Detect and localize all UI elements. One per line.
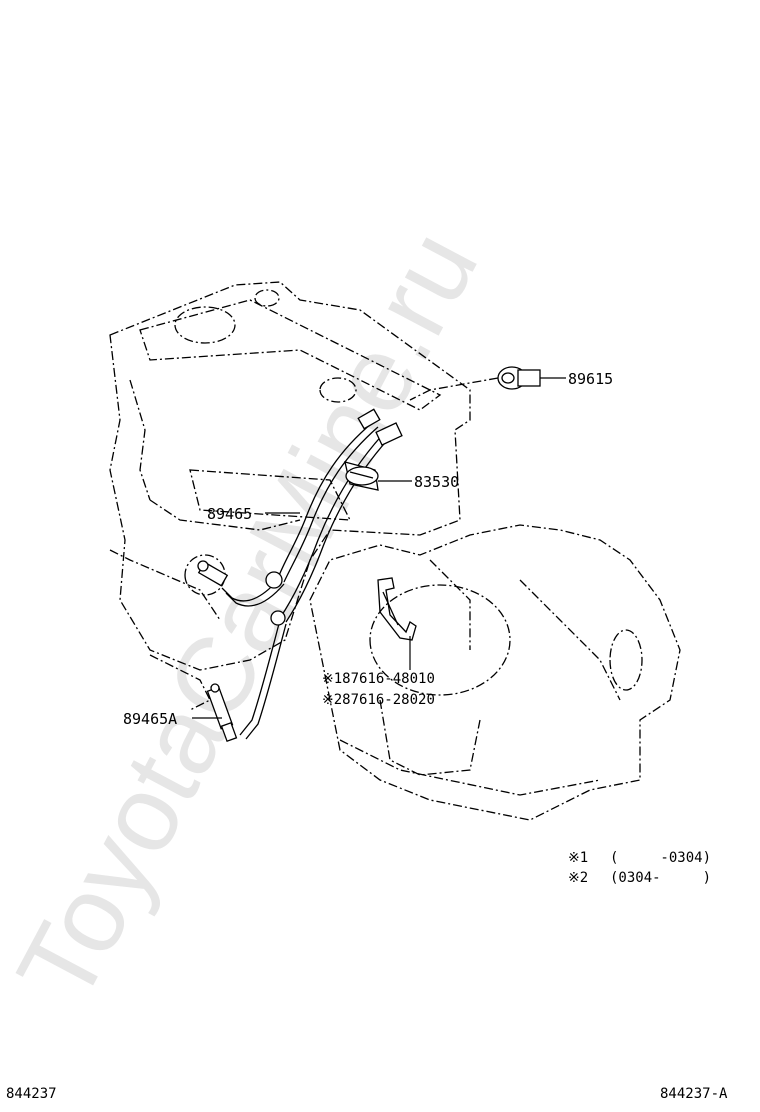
transaxle: [309, 524, 681, 821]
legend-range-1: ( -0304): [610, 850, 711, 866]
legend-mark-1: ※1: [568, 850, 588, 866]
oxygen-sensor-lower: [206, 683, 238, 743]
harness-clamp-upper: [265, 571, 283, 589]
callout-87616-48010: ※187616-48010: [322, 671, 435, 687]
callout-89615: 89615: [568, 370, 613, 388]
oxygen-sensor-upper: [197, 560, 229, 587]
callout-83530: 83530: [414, 473, 459, 491]
callout-89465: 89465: [207, 505, 252, 523]
knock-sensor: [497, 366, 541, 390]
legend-mark-2: ※2: [568, 870, 588, 886]
watermark: ToyotaCarMine.ru: [0, 211, 500, 1020]
footer-illustration-code: 844237: [6, 1086, 57, 1102]
applicability-legend: ※1 ( -0304) ※2 (0304- ): [568, 850, 711, 886]
knock-sensor-phantom-line: [409, 377, 499, 401]
callout-89465A: 89465A: [123, 710, 177, 728]
harness-clamp-lower: [270, 610, 286, 626]
footer-illustration-code-alt: 844237-A: [660, 1086, 728, 1102]
callout-87616-28020: ※287616-28020: [322, 692, 435, 708]
harness-connector-2: [375, 422, 403, 446]
engine-block: [109, 281, 471, 711]
harness-bracket: [377, 577, 417, 641]
harness-connector-1: [357, 408, 381, 430]
oil-pressure-switch: [344, 461, 379, 491]
legend-range-2: (0304- ): [610, 870, 711, 886]
